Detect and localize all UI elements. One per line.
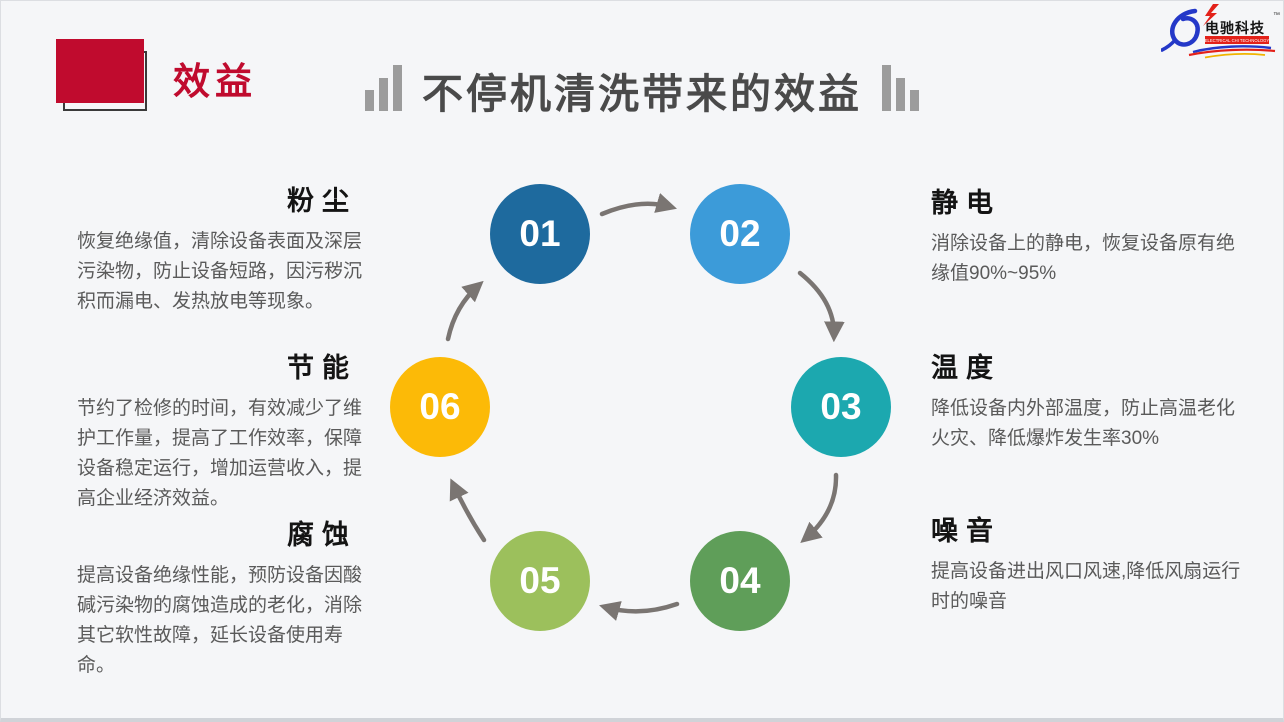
benefit-energy-saving: 节能 节约了检修的时间，有效减少了维护工作量，提高了工作效率，保障设备稳定运行，… [77, 346, 369, 514]
arrow-03-04-icon [800, 472, 839, 544]
lightning-bolt-icon [1203, 4, 1219, 26]
benefit-body: 恢复绝缘值，清除设备表面及深层污染物，防止设备短路，因污秽沉积而漏电、发热放电等… [77, 231, 363, 312]
step-number: 02 [719, 213, 761, 254]
benefit-body: 提高设备进出风口风速,降低风扇运行时的噪音 [931, 561, 1241, 612]
arrow-06-01-icon [445, 280, 484, 342]
arrow-05-06-icon [449, 478, 487, 543]
company-logo: 电驰科技 ™ ELECTRICAL CHI TECHNOLOGY [1161, 4, 1280, 59]
cycle-step-01: 01 [490, 184, 590, 284]
benefit-title: 腐蚀 [287, 520, 357, 550]
cycle-step-04: 04 [690, 531, 790, 631]
cycle-step-02: 02 [690, 184, 790, 284]
step-number: 06 [419, 386, 461, 427]
benefit-dust: 粉尘 恢复绝缘值，清除设备表面及深层污染物，防止设备短路，因污秽沉积而漏电、发热… [77, 179, 369, 317]
logo-swoosh-icon [1169, 8, 1200, 47]
benefit-temperature: 温度 降低设备内外部温度，防止高温老化火灾、降低爆炸发生率30% [931, 346, 1241, 454]
benefit-corrosion: 腐蚀 提高设备绝缘性能，预防设备因酸碱污染物的腐蚀造成的老化，消除其它软性故障，… [77, 513, 369, 681]
equalizer-bars-left-icon [365, 65, 402, 119]
arrow-02-03-icon [797, 270, 845, 343]
arrow-01-02-icon [599, 193, 677, 217]
step-number: 01 [519, 213, 561, 254]
benefit-body: 消除设备上的静电，恢复设备原有绝缘值90%~95% [931, 233, 1236, 284]
cycle-step-03: 03 [791, 357, 891, 457]
benefit-body: 降低设备内外部温度，防止高温老化火灾、降低爆炸发生率30% [931, 398, 1236, 449]
logo-subtitle: ELECTRICAL CHI TECHNOLOGY [1205, 38, 1270, 43]
logo-stripe-yellow [1204, 53, 1266, 59]
benefit-title: 噪音 [931, 516, 1001, 546]
logo-name: 电驰科技 [1205, 20, 1265, 37]
benefit-static: 静电 消除设备上的静电，恢复设备原有绝缘值90%~95% [931, 181, 1241, 289]
benefit-noise: 噪音 提高设备进出风口风速,降低风扇运行时的噪音 [931, 509, 1241, 617]
logo-banner [1205, 36, 1269, 44]
logo-trademark: ™ [1273, 12, 1280, 19]
benefit-body: 提高设备绝缘性能，预防设备因酸碱污染物的腐蚀造成的老化，消除其它软性故障，延长设… [77, 565, 363, 676]
arrow-04-05-icon [599, 601, 680, 621]
section-label: 效益 [173, 61, 257, 102]
cycle-step-05: 05 [490, 531, 590, 631]
logo-swoosh-tail-icon [1161, 38, 1177, 52]
benefit-title: 温度 [931, 353, 1001, 383]
page-title: 不停机清洗带来的效益 [422, 70, 862, 117]
title-row: 不停机清洗带来的效益 [1, 65, 1283, 119]
step-number: 05 [519, 560, 561, 601]
cycle-step-06: 06 [390, 357, 490, 457]
logo-stripe-blue [1192, 45, 1272, 54]
step-number: 03 [820, 386, 862, 427]
benefit-title: 节能 [287, 353, 357, 383]
benefit-title: 静电 [931, 188, 1001, 218]
equalizer-bars-right-icon [882, 65, 919, 119]
benefit-title: 粉尘 [287, 186, 357, 216]
benefit-body: 节约了检修的时间，有效减少了维护工作量，提高了工作效率，保障设备稳定运行，增加运… [77, 398, 363, 509]
accent-red-block [56, 39, 144, 103]
logo-stripe-red [1188, 48, 1276, 57]
step-number: 04 [719, 560, 761, 601]
